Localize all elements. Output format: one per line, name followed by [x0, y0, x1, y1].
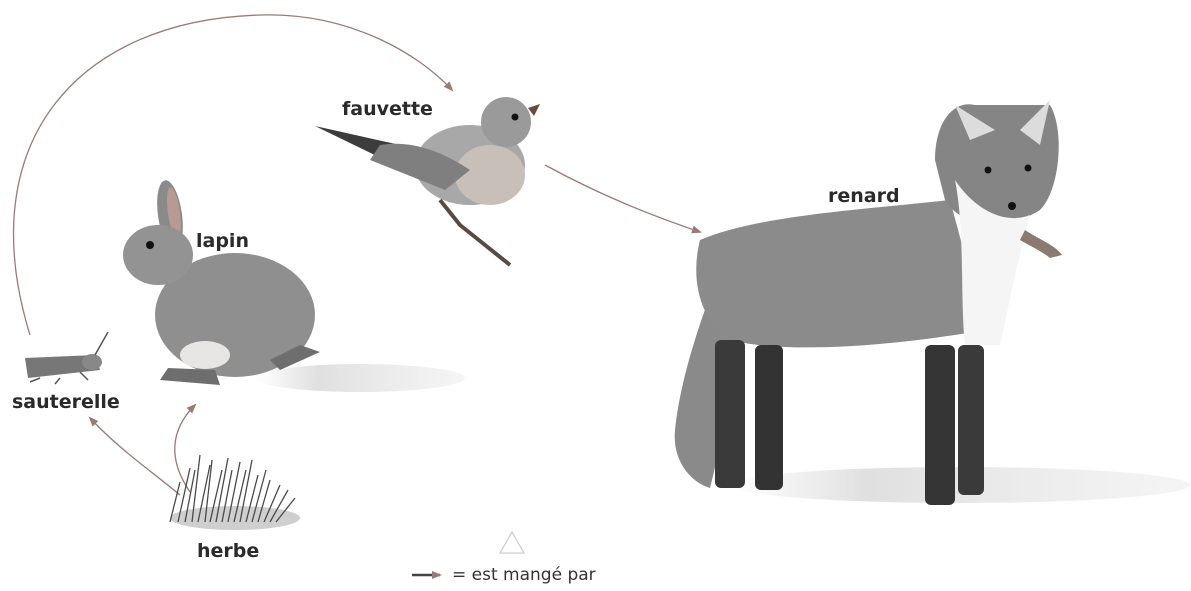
label-lapin: lapin: [196, 230, 249, 252]
label-herbe: herbe: [197, 540, 259, 562]
grasshopper-illustration: [25, 332, 108, 384]
label-fauvette: fauvette: [342, 98, 433, 120]
grass-illustration: [170, 455, 300, 530]
rabbit-illustration: [123, 179, 320, 385]
bird-illustration: [315, 97, 540, 265]
legend-text: = est mangé par: [452, 565, 596, 585]
arrow-herbe-to-sauterelle: [90, 418, 180, 495]
rabbit-shadow: [255, 364, 465, 392]
label-sauterelle: sauterelle: [12, 391, 120, 413]
arrow-herbe-to-lapin: [175, 405, 195, 492]
label-renard: renard: [828, 185, 900, 207]
fox-illustration: [675, 100, 1062, 505]
triangle-icon: [500, 532, 524, 553]
arrow-fauvette-to-renard: [545, 165, 700, 232]
